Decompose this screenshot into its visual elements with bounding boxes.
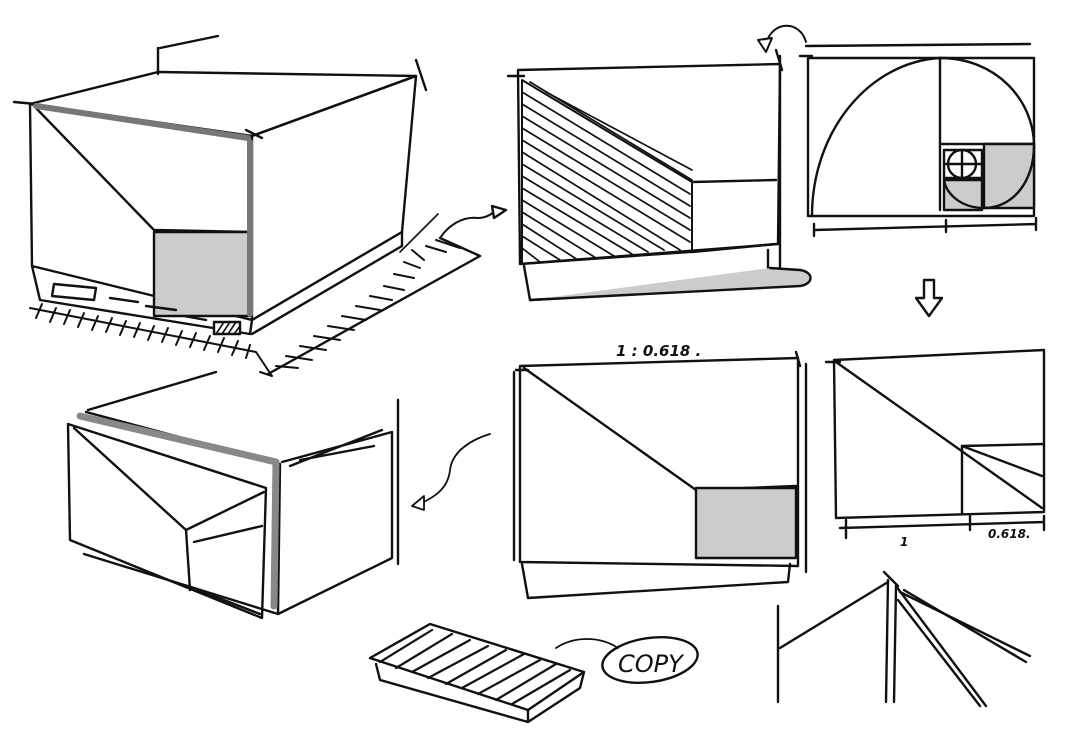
unit-mark: 1 xyxy=(900,535,908,549)
lid-detail-sketch: COPY xyxy=(368,622,699,724)
ratio-label: 1 : 0.618 . xyxy=(616,342,701,360)
arrow-to-side-view xyxy=(439,204,508,239)
corner-joint-sketch xyxy=(776,570,1032,708)
copy-stamp: COPY xyxy=(618,650,685,678)
golden-measure-label: 0.618. xyxy=(988,527,1031,541)
panel-proportion-sketch xyxy=(512,350,808,600)
diagonal-grid-sketch: 1 0.618. xyxy=(824,348,1046,549)
box-side-view-sketch xyxy=(506,24,812,302)
screen-perspective-sketch xyxy=(66,370,491,620)
box-perspective-sketch xyxy=(12,34,482,377)
golden-spiral-sketch xyxy=(798,42,1038,318)
